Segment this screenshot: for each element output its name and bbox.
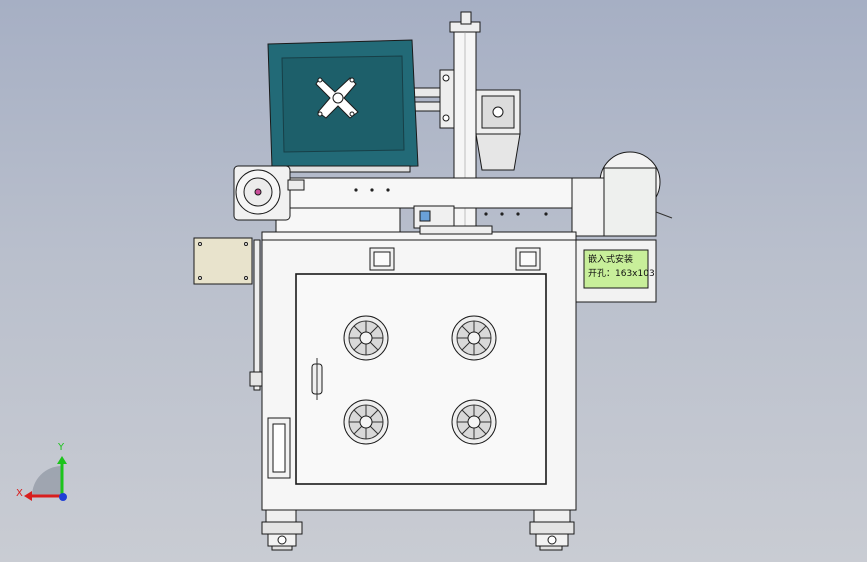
column-top-stub [460, 11, 472, 25]
control-panel [193, 237, 253, 285]
top-rail [277, 177, 579, 209]
lower-rail [275, 207, 401, 235]
panel-label-line1: 嵌入式安装 [588, 255, 634, 265]
coordinate-triad [24, 456, 67, 501]
fan-top-right [451, 315, 497, 361]
rail-end-block [571, 177, 605, 237]
caster-left [261, 509, 303, 551]
panel-label-line2: 开孔：163x103 [588, 269, 655, 279]
cabinet-door [295, 273, 547, 485]
fan-top-left [343, 315, 389, 361]
fan-bottom-right [451, 399, 497, 445]
x-axis-label: X [16, 488, 23, 499]
vesa-mount [315, 77, 359, 119]
y-axis-label: Y [58, 442, 65, 453]
laser-source-box [603, 167, 657, 237]
label-panel-screen [583, 249, 649, 289]
monitor-arm-bracket [439, 69, 455, 129]
fan-bottom-left [343, 399, 389, 445]
caster-right [529, 509, 575, 551]
side-rod [253, 239, 261, 391]
galvo-cone [475, 133, 521, 171]
